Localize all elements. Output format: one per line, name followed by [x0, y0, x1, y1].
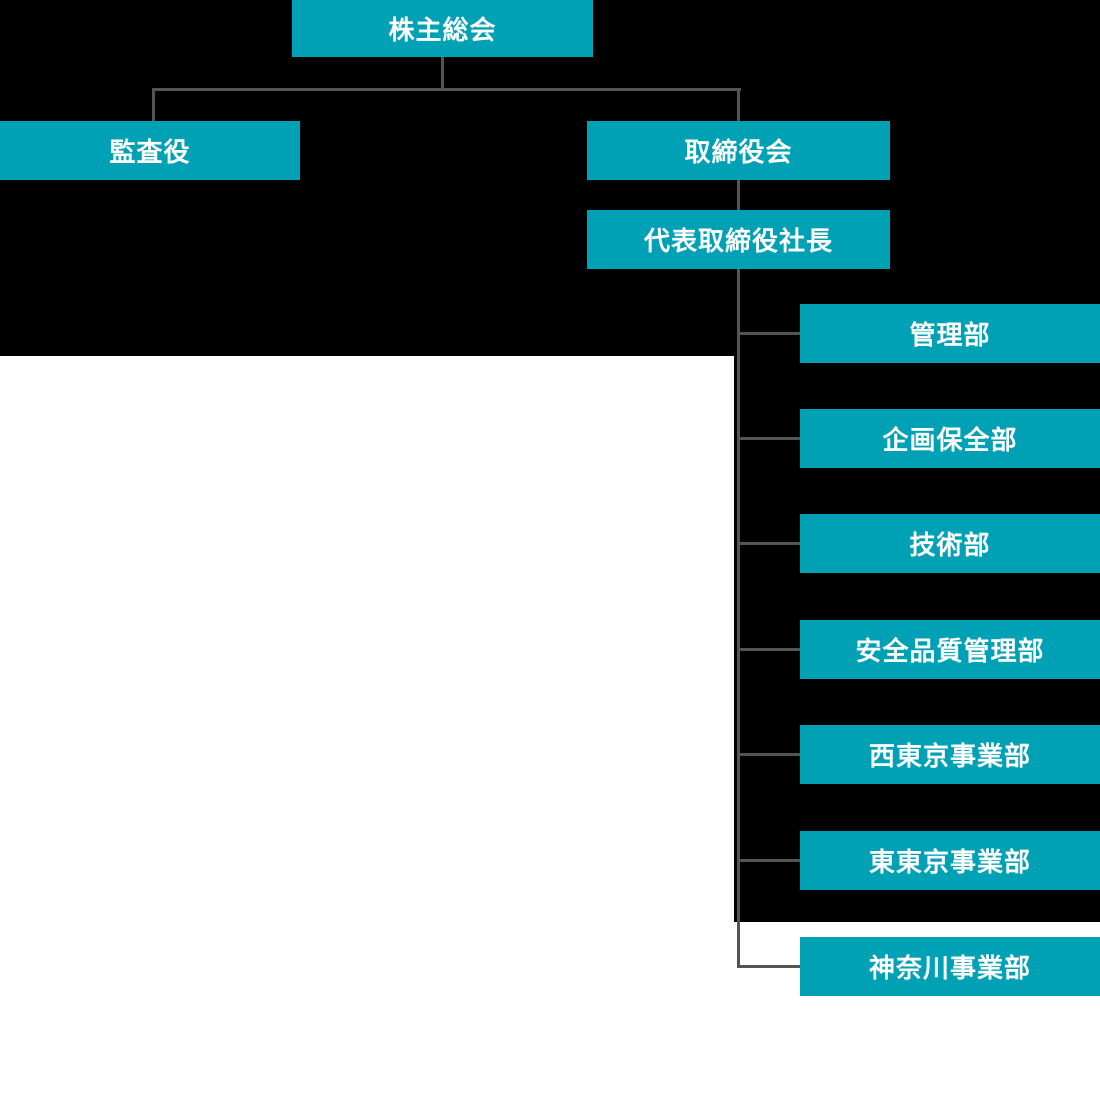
- org-node-east-tokyo-division: 東東京事業部: [800, 831, 1100, 890]
- org-node-auditor: 監査役: [0, 121, 300, 180]
- org-node-west-tokyo-division: 西東京事業部: [800, 725, 1100, 784]
- org-node-administration-dept: 管理部: [800, 304, 1100, 363]
- org-node-planning-maintenance-dept: 企画保全部: [800, 409, 1100, 468]
- org-node-president: 代表取締役社長: [587, 210, 890, 269]
- org-node-shareholders-meeting: 株主総会: [292, 0, 593, 57]
- connector-branch-planning-maintenance: [737, 437, 800, 440]
- org-node-board-of-directors: 取締役会: [587, 121, 890, 180]
- connector-branch-kanagawa: [737, 965, 800, 968]
- connector-main-vertical: [737, 88, 740, 967]
- org-node-engineering-dept: 技術部: [800, 514, 1100, 573]
- connector-auditor-drop: [152, 88, 155, 121]
- connector-branch-safety-quality: [737, 648, 800, 651]
- connector-shareholders-drop: [441, 57, 444, 91]
- connector-branch-engineering: [737, 542, 800, 545]
- org-node-kanagawa-division: 神奈川事業部: [800, 937, 1100, 996]
- connector-branch-west-tokyo: [737, 753, 800, 756]
- connector-branch-east-tokyo: [737, 859, 800, 862]
- connector-branch-administration: [737, 332, 800, 335]
- org-node-safety-quality-dept: 安全品質管理部: [800, 620, 1100, 679]
- connector-top-horizontal: [152, 88, 741, 91]
